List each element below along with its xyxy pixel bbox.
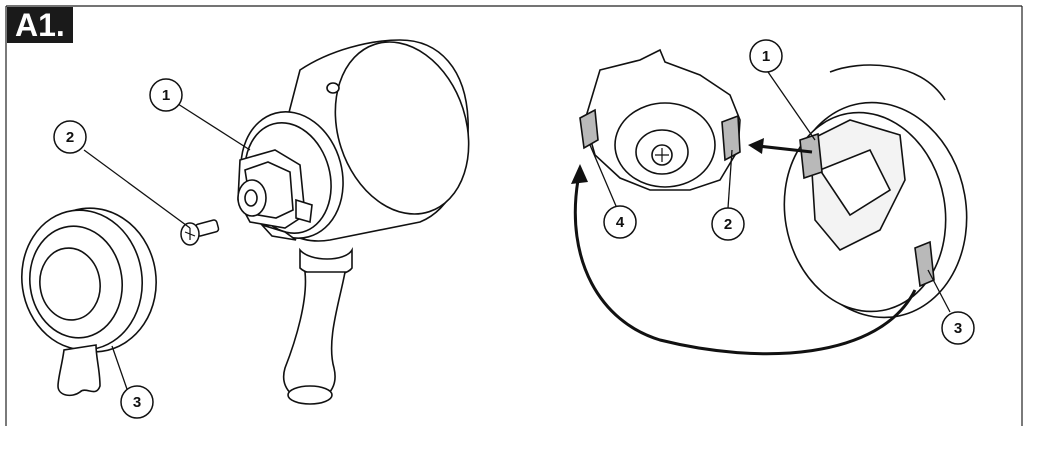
callout-left-1-circle (149, 78, 183, 112)
curved-arrow (571, 164, 917, 356)
callout-left-3-leader (111, 345, 129, 393)
callout-left-3-circle (120, 385, 154, 419)
callout-right-1-leader (767, 71, 816, 141)
callout-left-2-number: 2 (66, 129, 74, 146)
callout-right-4-circle (603, 205, 637, 239)
callout-right-3-number: 3 (954, 320, 962, 337)
callout-left-3-number: 3 (133, 394, 141, 411)
valve-body-illustration (237, 39, 470, 405)
callout-right-1-circle (749, 39, 783, 73)
callout-right-4-leader (589, 144, 617, 207)
callout-left-1-number: 1 (162, 87, 170, 104)
callout-right-4-number: 4 (616, 214, 625, 231)
callout-right-2-number: 2 (724, 216, 732, 233)
handle-socket-illustration (783, 64, 968, 319)
callout-right-2-leader (727, 149, 733, 209)
callout-right-1-number: 1 (762, 48, 770, 65)
callout-left-1-leader (177, 103, 251, 151)
step-label: A1. (7, 7, 73, 43)
callout-left-2-circle (53, 120, 87, 154)
callout-right-3-leader (927, 269, 951, 313)
callout-left-2-leader (83, 149, 191, 229)
handle-cap-illustration (20, 207, 157, 397)
cartridge-top-illustration (579, 48, 741, 191)
callout-right-2-circle (711, 207, 745, 241)
callout-right-3-circle (941, 311, 975, 345)
screw-illustration (180, 219, 220, 246)
straight-arrow (748, 138, 813, 154)
